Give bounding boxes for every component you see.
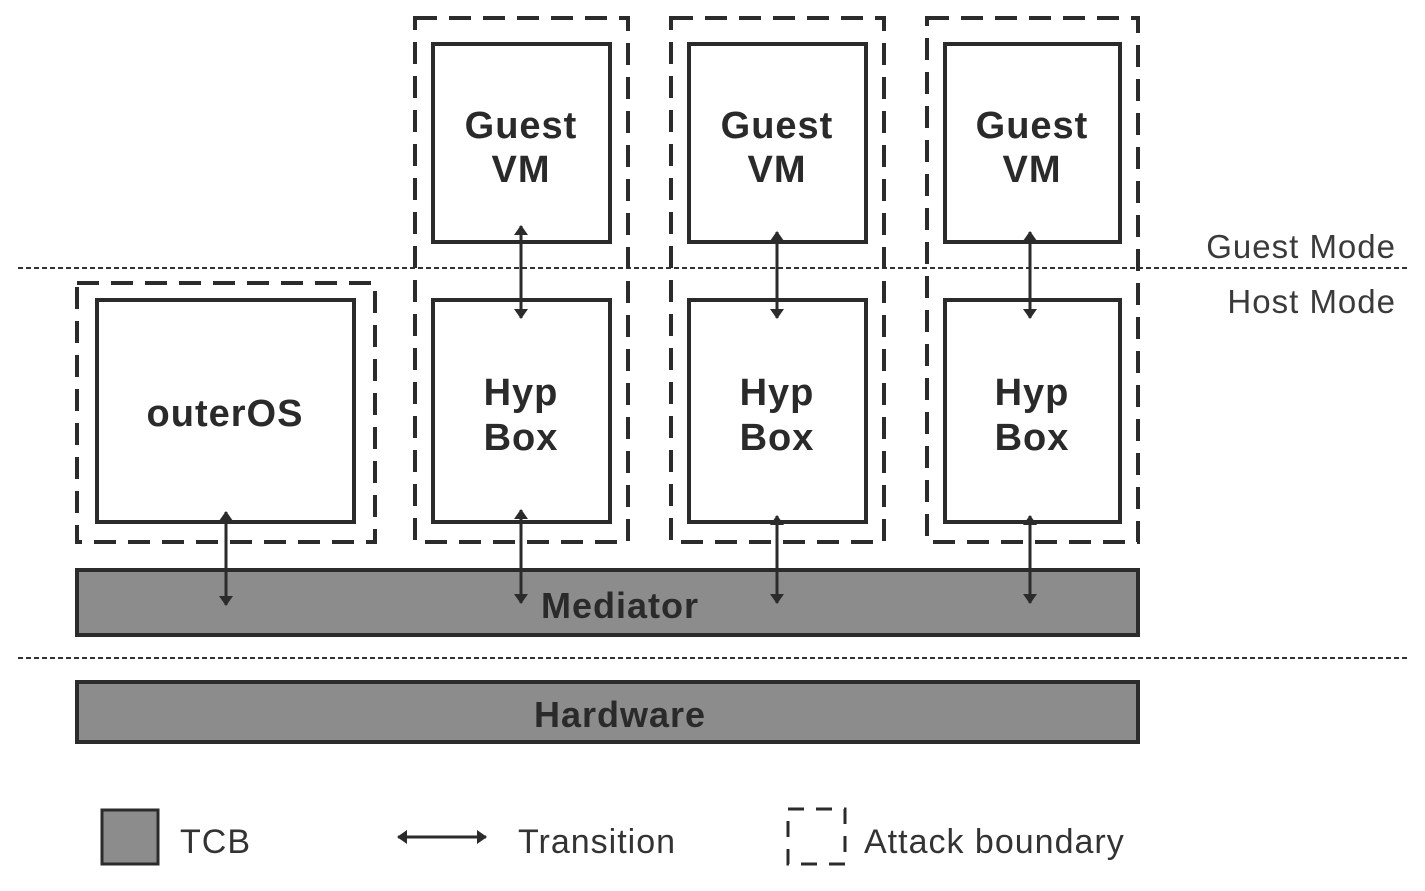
hypbox-box-3: Hyp Box [943, 298, 1122, 524]
guest-vm-label-line2: VM [748, 149, 807, 191]
attack-boundary-outeros [75, 281, 377, 544]
attack-boundary-guest-3 [925, 16, 1140, 544]
guest-vm-label-line2: VM [1003, 149, 1062, 191]
legend: TCB Transition Attack boundary [100, 807, 1125, 866]
guest-vm-box-1: Guest VM [431, 42, 612, 244]
guest-vm-label-line2: VM [492, 149, 551, 191]
guest-vm-label-line1: Guest [976, 105, 1089, 147]
hypbox-label-line1: Hyp [484, 372, 559, 414]
host-mode-label: Host Mode [1227, 283, 1396, 320]
attack-boundary-guest-2 [669, 16, 886, 544]
mediator-bar: Mediator [75, 568, 1140, 637]
guest-vm-box-2: Guest VM [687, 42, 868, 244]
guest-mode-label: Guest Mode [1206, 228, 1396, 265]
hypbox-box-1: Hyp Box [431, 298, 612, 524]
hypbox-label-line1: Hyp [995, 372, 1070, 414]
hypbox-label-line2: Box [484, 417, 559, 459]
hypbox-label-line2: Box [995, 417, 1070, 459]
hardware-bar: Hardware [75, 680, 1140, 744]
hypbox-box-2: Hyp Box [687, 298, 868, 524]
legend-attack-boundary-label: Attack boundary [864, 823, 1125, 861]
outeros-label: outerOS [147, 393, 304, 435]
guest-vm-label-line1: Guest [721, 105, 834, 147]
hypbox-label-line2: Box [740, 417, 815, 459]
guest-vm-box-3: Guest VM [943, 42, 1122, 244]
guest-vm-label-line1: Guest [465, 105, 578, 147]
legend-attack-boundary-swatch [786, 807, 847, 866]
legend-tcb-label: TCB [180, 823, 251, 861]
hardware-label: Hardware [534, 694, 706, 735]
hypbox-label-line1: Hyp [740, 372, 815, 414]
attack-boundary-guest-1 [413, 16, 630, 544]
outeros-box: outerOS [95, 298, 356, 524]
legend-tcb-swatch [100, 808, 160, 866]
mediator-label: Mediator [541, 585, 699, 626]
legend-transition-label: Transition [518, 823, 676, 861]
